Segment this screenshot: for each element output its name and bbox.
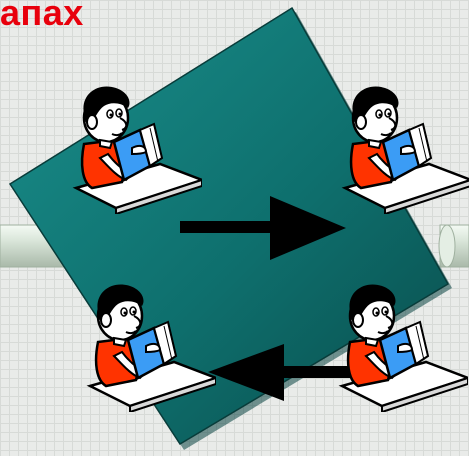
student-bottom-right <box>336 282 469 414</box>
student-top-left <box>70 84 206 216</box>
slide-title: апах <box>0 0 84 33</box>
student-bottom-left <box>84 282 220 414</box>
arrow-right <box>180 196 346 260</box>
arrow-left <box>208 344 352 401</box>
student-top-right <box>339 84 469 216</box>
reading-student-icon <box>72 86 206 216</box>
pipe-right-end <box>438 224 456 268</box>
reading-student-icon <box>86 284 220 414</box>
reading-student-icon <box>338 284 469 414</box>
reading-student-icon <box>341 86 469 216</box>
